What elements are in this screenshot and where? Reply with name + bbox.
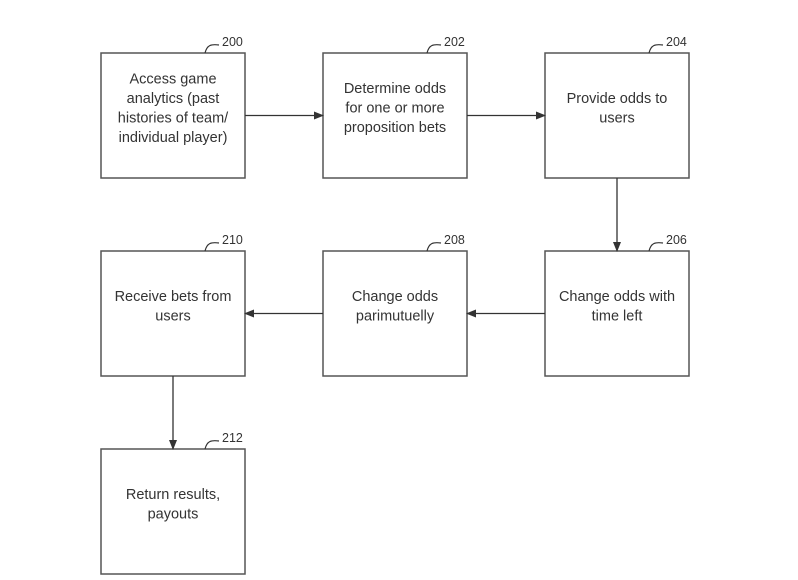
step-text-line: individual player) bbox=[119, 130, 228, 146]
step-text-line: analytics (past bbox=[127, 91, 220, 107]
step-box bbox=[100, 250, 246, 377]
step-text-line: Determine odds bbox=[344, 81, 446, 97]
step-text-line: parimutuelly bbox=[356, 308, 435, 324]
step-box bbox=[100, 52, 246, 179]
step-204: Provide odds to users 204 bbox=[544, 35, 690, 179]
step-212: Return results, payouts 212 bbox=[100, 431, 246, 575]
step-text-line: Change odds bbox=[352, 289, 438, 305]
reference-numeral: 210 bbox=[222, 233, 243, 247]
reference-numeral: 200 bbox=[222, 35, 243, 49]
step-208: Change odds parimutuelly 208 bbox=[322, 233, 468, 377]
step-210: Receive bets from users 210 bbox=[100, 233, 246, 377]
step-box bbox=[544, 52, 690, 179]
reference-numeral: 206 bbox=[666, 233, 687, 247]
step-text-line: Access game bbox=[129, 71, 216, 87]
step-text-line: Receive bets from bbox=[115, 289, 232, 305]
step-text-line: time left bbox=[592, 308, 643, 324]
reference-leader-line bbox=[648, 44, 664, 54]
step-text-line: proposition bets bbox=[344, 120, 446, 136]
step-text-line: users bbox=[155, 308, 190, 324]
reference-numeral: 204 bbox=[666, 35, 687, 49]
step-text-line: Change odds with bbox=[559, 289, 675, 305]
step-box bbox=[322, 52, 468, 179]
step-206: Change odds with time left 206 bbox=[544, 233, 690, 377]
reference-numeral: 208 bbox=[444, 233, 465, 247]
reference-leader-line bbox=[204, 440, 220, 450]
step-text-line: Provide odds to bbox=[567, 91, 668, 107]
step-200: Access game analytics (past histories of t… bbox=[100, 35, 246, 179]
step-box bbox=[544, 250, 690, 377]
reference-numeral: 212 bbox=[222, 431, 243, 445]
step-text-line: for one or more bbox=[345, 101, 444, 117]
step-202: Determine odds for one or more proposition… bbox=[322, 35, 468, 179]
step-text-line: Return results, bbox=[126, 487, 220, 503]
reference-leader-line bbox=[204, 242, 220, 252]
step-box bbox=[322, 250, 468, 377]
step-box bbox=[100, 448, 246, 575]
reference-leader-line bbox=[648, 242, 664, 252]
reference-leader-line bbox=[426, 242, 442, 252]
reference-leader-line bbox=[204, 44, 220, 54]
step-text-line: histories of team/ bbox=[118, 110, 229, 126]
reference-leader-line bbox=[426, 44, 442, 54]
step-text-line: payouts bbox=[148, 506, 199, 522]
reference-numeral: 202 bbox=[444, 35, 465, 49]
step-text-line: users bbox=[599, 110, 634, 126]
